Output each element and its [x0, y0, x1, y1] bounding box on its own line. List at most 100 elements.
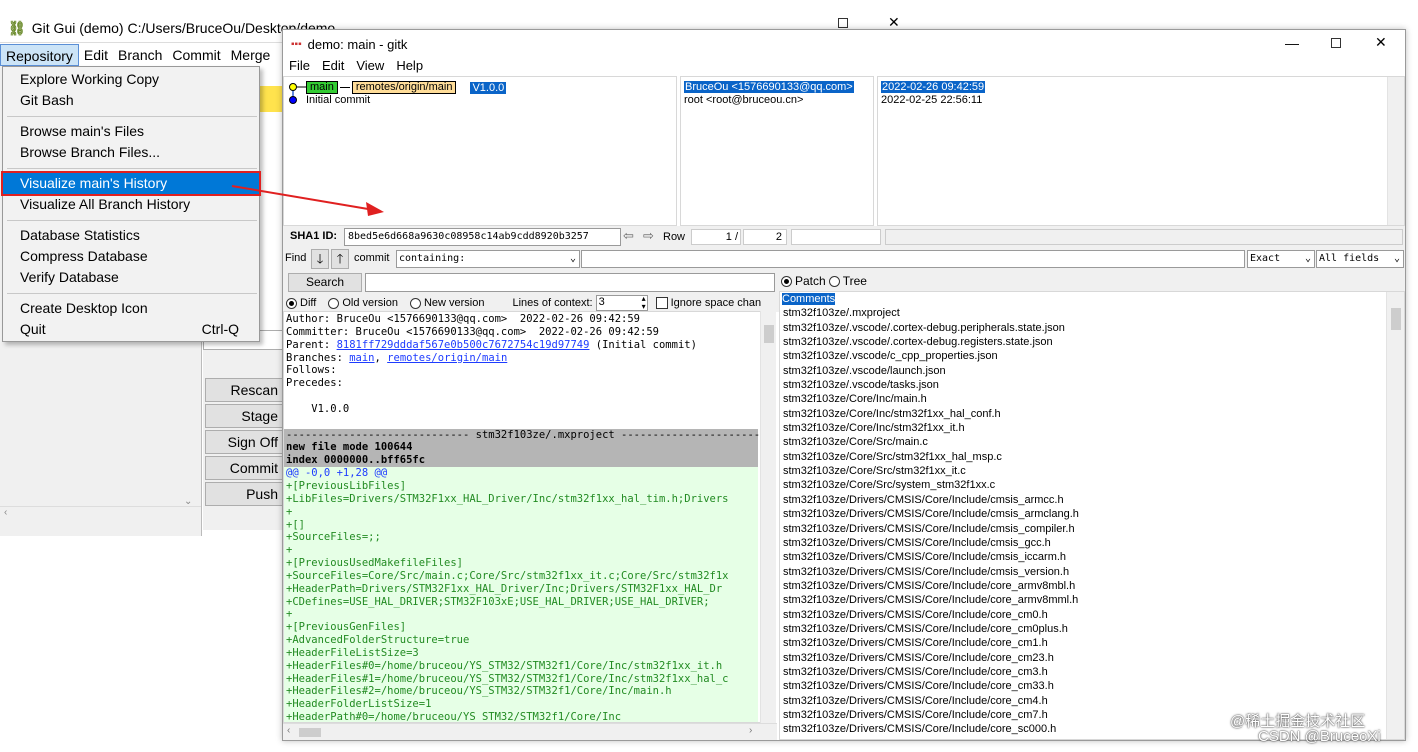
menu-item-verify[interactable]: Verify Database	[20, 269, 119, 285]
parent-link[interactable]: 8181ff729dddaf567e0b500c7672754c19d97749	[336, 338, 590, 351]
file-list-item[interactable]: stm32f103ze/Core/Inc/stm32f1xx_it.h	[783, 422, 965, 435]
commit-graph-pane[interactable]: main remotes/origin/main V1.0.0 Initial …	[283, 76, 677, 226]
menu-repository[interactable]: Repository	[0, 44, 79, 66]
scroll-right-icon[interactable]: ›	[749, 725, 753, 736]
file-list-item[interactable]: stm32f103ze/Core/Src/stm32f1xx_hal_msp.c	[783, 450, 1002, 463]
file-list-item[interactable]: stm32f103ze/Drivers/CMSIS/Core/Include/c…	[783, 608, 1048, 621]
menu-item-desktop-icon[interactable]: Create Desktop Icon	[20, 300, 148, 316]
gitk-menu-edit[interactable]: Edit	[321, 58, 345, 73]
menu-item-browse-branch[interactable]: Browse Branch Files...	[20, 144, 161, 160]
menu-item-git-bash[interactable]: Git Bash	[20, 92, 74, 108]
close-icon[interactable]: ✕	[888, 14, 900, 30]
file-list-item[interactable]: stm32f103ze/Drivers/CMSIS/Core/Include/c…	[783, 622, 1068, 635]
gitk-menu-help[interactable]: Help	[396, 58, 424, 73]
file-list-item[interactable]: stm32f103ze/Core/Inc/main.h	[783, 393, 927, 406]
push-button[interactable]: Push	[205, 482, 285, 506]
menu-item-explore[interactable]: Explore Working Copy	[20, 71, 160, 87]
maximize-icon[interactable]	[838, 18, 848, 28]
menu-item-db-stats[interactable]: Database Statistics	[20, 227, 140, 243]
file-list-item[interactable]: stm32f103ze/Drivers/CMSIS/Core/Include/c…	[783, 723, 1057, 736]
file-list-item[interactable]: stm32f103ze/Drivers/CMSIS/Core/Include/c…	[783, 508, 1079, 521]
scroll-left-icon[interactable]: ‹	[287, 725, 291, 736]
commit-button[interactable]: Commit	[205, 456, 285, 480]
scroll-down-icon[interactable]: ⌄	[184, 496, 193, 507]
remote-branch-tag[interactable]: remotes/origin/main	[351, 81, 457, 94]
maximize-icon[interactable]	[1331, 38, 1341, 48]
file-list-item[interactable]: stm32f103ze/.vscode/tasks.json	[783, 379, 939, 392]
branch-link-remote[interactable]: remotes/origin/main	[387, 351, 508, 364]
file-list-item[interactable]: stm32f103ze/.vscode/.cortex-debug.periph…	[783, 321, 1065, 334]
file-list-item[interactable]: stm32f103ze/Drivers/CMSIS/Core/Include/c…	[783, 708, 1048, 721]
commit-author[interactable]: BruceOu <1576690133@qq.com>	[684, 81, 854, 93]
file-list-item[interactable]: stm32f103ze/Drivers/CMSIS/Core/Include/c…	[783, 551, 1067, 564]
diff-pane[interactable]: Author: BruceOu <1576690133@qq.com> 2022…	[283, 311, 761, 723]
find-up-icon[interactable]: 🡑	[331, 249, 349, 269]
tree-radio[interactable]	[828, 275, 840, 287]
commit-author[interactable]: root <root@bruceou.cn>	[684, 94, 804, 106]
gitk-menu-file[interactable]: File	[289, 58, 310, 73]
sign-off-button[interactable]: Sign Off	[205, 430, 285, 454]
stage-changed-button[interactable]: Stage Chan	[205, 404, 285, 446]
file-list-item[interactable]: stm32f103ze/.vscode/c_cpp_properties.jso…	[783, 350, 998, 363]
file-list-item[interactable]: stm32f103ze/Drivers/CMSIS/Core/Include/c…	[783, 493, 1064, 506]
vertical-scrollbar[interactable]	[1387, 77, 1404, 225]
file-list-item[interactable]: stm32f103ze/Drivers/CMSIS/Core/Include/c…	[783, 579, 1076, 592]
sha-input[interactable]: 8bed5e6d668a9630c08958c14ab9cdd8920b3257	[344, 228, 621, 246]
commit-tag-label[interactable]: V1.0.0	[470, 81, 507, 94]
file-list-scrollbar[interactable]	[1386, 292, 1404, 739]
menu-item-browse-main[interactable]: Browse main's Files	[20, 123, 145, 139]
match-mode-select[interactable]: Exact ⌄	[1247, 250, 1315, 268]
commit-row[interactable]: main remotes/origin/main V1.0.0	[306, 81, 507, 94]
find-type-select[interactable]: containing: ⌄	[396, 250, 580, 268]
file-list-item[interactable]: stm32f103ze/Drivers/CMSIS/Core/Include/c…	[783, 665, 1048, 678]
file-list-item[interactable]: stm32f103ze/.mxproject	[783, 307, 900, 320]
menu-branch[interactable]: Branch	[118, 47, 163, 63]
new-version-radio[interactable]	[409, 297, 421, 309]
menu-item-compress[interactable]: Compress Database	[20, 248, 148, 264]
horizontal-scrollbar[interactable]: ‹	[0, 506, 201, 522]
menu-item-visualize-main[interactable]: Visualize main's History	[1, 171, 261, 196]
forward-arrow-icon[interactable]: ⇨	[643, 228, 654, 243]
menu-commit[interactable]: Commit	[172, 47, 221, 63]
branch-tag-main[interactable]: main	[306, 81, 338, 94]
old-version-radio[interactable]	[328, 297, 340, 309]
date-pane[interactable]: 2022-02-26 09:42:59 2022-02-25 22:56:11	[877, 76, 1405, 226]
file-list-item[interactable]: stm32f103ze/Core/Inc/stm32f1xx_hal_conf.…	[783, 407, 1001, 420]
file-list-item[interactable]: stm32f103ze/Core/Src/system_stm32f1xx.c	[783, 479, 996, 492]
ignore-space-checkbox[interactable]	[655, 297, 668, 309]
menu-edit[interactable]: Edit	[83, 47, 109, 63]
search-input[interactable]	[365, 273, 775, 292]
find-input[interactable]	[581, 250, 1245, 268]
file-list-item[interactable]: stm32f103ze/Core/Src/main.c	[783, 436, 928, 449]
file-list-header[interactable]: Comments	[781, 292, 1380, 306]
diff-horizontal-scrollbar[interactable]: ‹ ›	[283, 723, 777, 740]
commit-date[interactable]: 2022-02-26 09:42:59	[881, 81, 986, 93]
file-list-item[interactable]: stm32f103ze/.vscode/.cortex-debug.regist…	[783, 336, 1053, 349]
file-list-item[interactable]: stm32f103ze/.vscode/launch.json	[783, 364, 946, 377]
file-list-item[interactable]: stm32f103ze/Drivers/CMSIS/Core/Include/c…	[783, 536, 1051, 549]
close-icon[interactable]: ✕	[1375, 34, 1387, 50]
file-list-item[interactable]: stm32f103ze/Drivers/CMSIS/Core/Include/c…	[783, 565, 1070, 578]
file-list-item[interactable]: stm32f103ze/Drivers/CMSIS/Core/Include/c…	[783, 680, 1054, 693]
field-scope-select[interactable]: All fields ⌄	[1316, 250, 1404, 268]
find-down-icon[interactable]: 🡓	[311, 249, 329, 269]
scroll-thumb[interactable]	[1391, 308, 1401, 330]
commit-message[interactable]: Initial commit	[306, 94, 371, 106]
file-list-item[interactable]: stm32f103ze/Drivers/CMSIS/Core/Include/c…	[783, 594, 1079, 607]
search-button[interactable]: Search	[288, 273, 362, 292]
menu-item-quit[interactable]: Quit Ctrl-Q	[3, 319, 259, 340]
gitk-menu-view[interactable]: View	[356, 58, 385, 73]
author-pane[interactable]: BruceOu <1576690133@qq.com> root <root@b…	[680, 76, 874, 226]
branch-link-main[interactable]: main	[349, 351, 375, 364]
file-list-item[interactable]: stm32f103ze/Drivers/CMSIS/Core/Include/c…	[783, 694, 1048, 707]
rescan-button[interactable]: Rescan	[205, 378, 285, 402]
file-list-item[interactable]: stm32f103ze/Core/Src/stm32f1xx_it.c	[783, 465, 966, 478]
commit-date[interactable]: 2022-02-25 22:56:11	[881, 94, 983, 106]
diff-vertical-scrollbar[interactable]	[760, 311, 776, 723]
context-spinbox[interactable]: 3▴▾	[595, 295, 648, 311]
scroll-thumb[interactable]	[764, 325, 774, 343]
file-list-item[interactable]: stm32f103ze/Drivers/CMSIS/Core/Include/c…	[783, 637, 1048, 650]
patch-radio[interactable]	[781, 275, 792, 287]
back-arrow-icon[interactable]: ⇦	[623, 228, 634, 243]
